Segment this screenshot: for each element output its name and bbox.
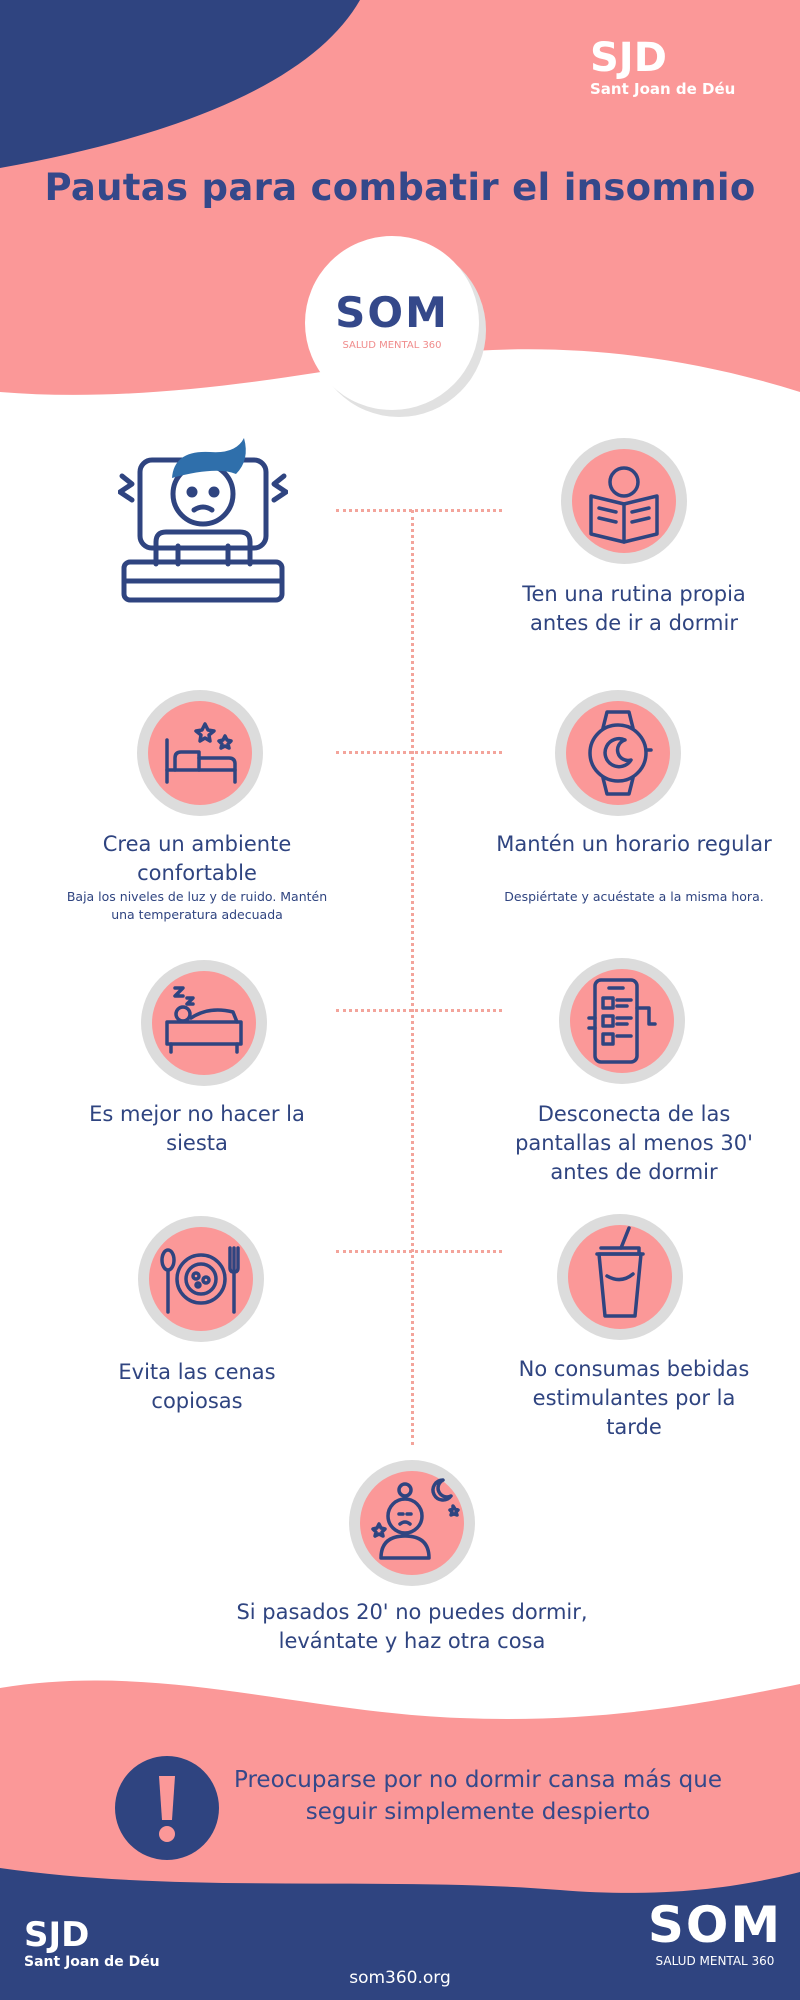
insomnia-person-icon: [118, 438, 288, 603]
tip-icon-circle-2: [137, 690, 263, 816]
timeline-connector-1: [336, 509, 502, 512]
tip-icon-circle-4: [141, 960, 267, 1086]
tip-title-2: Crea un ambiente confortable: [102, 832, 292, 885]
drink-cup-icon: [595, 1226, 645, 1318]
smartphone-icon: [587, 978, 657, 1064]
tip-title-1: Ten una rutina propia antes de ir a dorm…: [522, 582, 746, 635]
sjd-logo-title: SJD: [590, 35, 667, 81]
timeline-connector-4: [336, 1250, 502, 1253]
tip-icon-circle-3: [555, 690, 681, 816]
tip-title-3: Mantén un horario regular: [496, 832, 772, 856]
sleepless-person-icon: [371, 1478, 460, 1560]
sjd-logo-header: SJD Sant Joan de Déu: [590, 38, 770, 98]
tip-title-7: No consumas bebidas estimulantes por la …: [518, 1357, 750, 1439]
tip-note-2: Baja los niveles de luz y de ruido. Mant…: [66, 889, 328, 922]
tip-title-4: Es mejor no hacer la siesta: [89, 1102, 305, 1155]
exclamation-icon: [159, 1776, 175, 1842]
tip-title-5: Desconecta de las pantallas al menos 30'…: [515, 1102, 753, 1184]
som-badge: SOM SALUD MENTAL 360: [305, 236, 479, 410]
tip-icon-circle-6: [138, 1216, 264, 1342]
watch-icon: [588, 710, 653, 796]
timeline-connector-3: [336, 1009, 502, 1012]
tip-icon-circle-7: [557, 1214, 683, 1340]
warning-text: Preocuparse por no dormir cansa más que …: [234, 1767, 722, 1825]
sjd-footer-subtitle: Sant Joan de Déu: [24, 1954, 160, 1970]
tip-title-8: Si pasados 20' no puedes dormir, levánta…: [236, 1600, 588, 1653]
warning-icon-circle: [115, 1756, 219, 1860]
timeline-vertical-line: [411, 510, 414, 1445]
page-title: Pautas para combatir el insomnio: [44, 166, 756, 209]
som-footer-subtitle: SALUD MENTAL 360: [655, 1954, 775, 1968]
sjd-logo-footer: SJD Sant Joan de Déu: [24, 1918, 224, 1970]
tip-icon-circle-8: [349, 1460, 475, 1586]
tip-title-6: Evita las cenas copiosas: [118, 1360, 276, 1413]
som-footer-title: SOM: [647, 1896, 783, 1954]
timeline-connector-2: [336, 751, 502, 754]
tip-icon-circle-5: [559, 958, 685, 1084]
som-badge-title: SOM: [335, 288, 449, 337]
dinner-plate-icon: [160, 1246, 240, 1314]
nap-icon: [165, 986, 243, 1054]
tip-note-3: Despiértate y acuéstate a la misma hora.: [504, 889, 764, 904]
sjd-footer-title: SJD: [24, 1915, 90, 1955]
som-logo-footer: SOM SALUD MENTAL 360: [640, 1900, 790, 1968]
bedroom-icon: [165, 722, 237, 784]
reading-book-icon: [589, 466, 659, 544]
footer-url[interactable]: som360.org: [349, 1968, 451, 1988]
tip-icon-circle-1: [561, 438, 687, 564]
som-badge-subtitle: SALUD MENTAL 360: [342, 340, 442, 351]
sjd-logo-subtitle: Sant Joan de Déu: [590, 80, 736, 98]
